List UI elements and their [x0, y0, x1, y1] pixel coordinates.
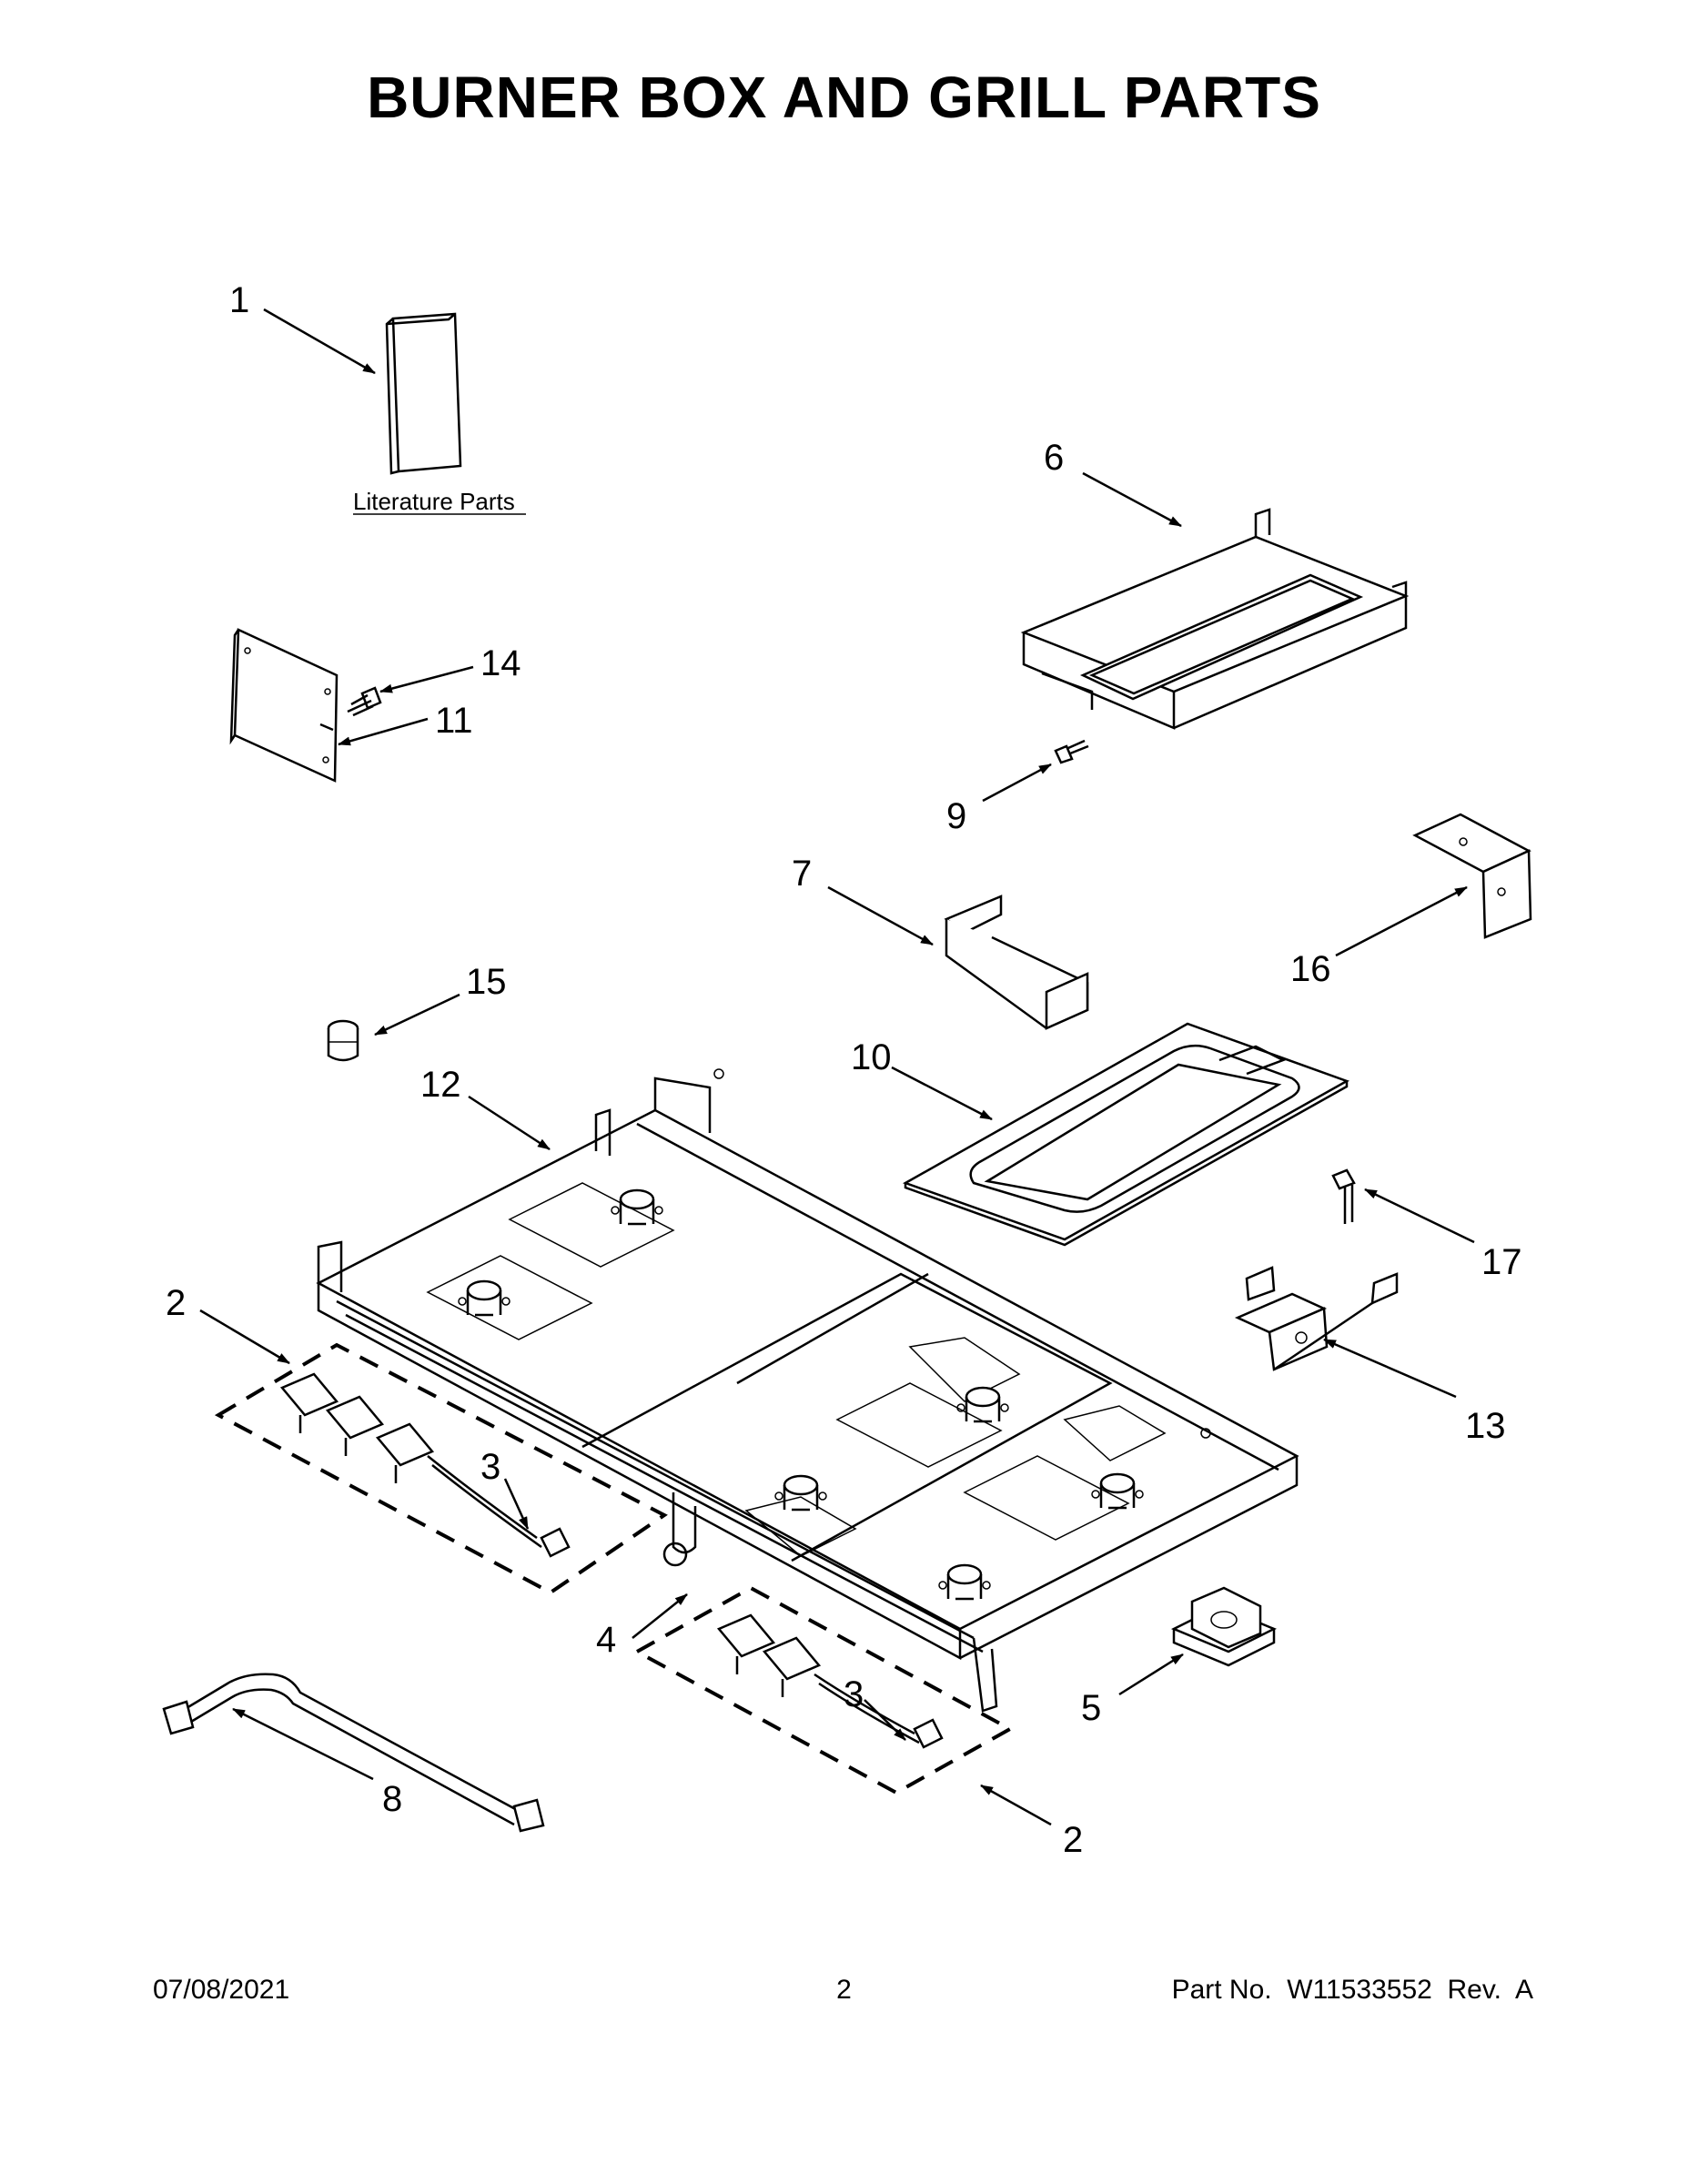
footer-page-number: 2 [836, 1975, 852, 2005]
callout-9: 9 [946, 796, 966, 836]
literature-parts-label: Literature Parts [353, 488, 515, 515]
callout-6: 6 [1044, 438, 1064, 478]
arrow-3-right [864, 1699, 906, 1741]
arrow-9 [982, 763, 1052, 803]
arrow-13 [1323, 1338, 1457, 1399]
callout-3-left: 3 [480, 1447, 500, 1487]
burner-head-1 [611, 1188, 663, 1226]
grill-pan-part-10 [902, 1022, 1349, 1247]
valve-assembly-part-2-left [214, 1342, 668, 1595]
gas-tube-part-8 [162, 1673, 545, 1833]
arrow-7 [827, 885, 934, 946]
arrow-12 [468, 1095, 551, 1151]
module-part-5 [1170, 1586, 1278, 1667]
arrow-16 [1335, 885, 1468, 957]
grill-box-part-6 [1020, 508, 1410, 730]
arrow-4 [632, 1593, 688, 1639]
fitting-part-15 [327, 1019, 359, 1062]
arrow-5 [1118, 1653, 1184, 1696]
panel-part-11 [229, 628, 339, 783]
bracket-part-16 [1412, 813, 1532, 939]
literature-parts-booklet [385, 312, 462, 475]
burner-head-6 [938, 1563, 991, 1601]
callout-7: 7 [792, 854, 812, 894]
callout-5: 5 [1081, 1688, 1101, 1728]
leader-arrows [199, 308, 1475, 1826]
callout-2-left: 2 [166, 1283, 186, 1323]
burner-head-5 [1091, 1472, 1144, 1510]
arrow-2-left [199, 1309, 290, 1365]
arrow-10 [891, 1066, 993, 1121]
burner-box-part-12 [316, 1068, 1299, 1713]
arrow-14 [379, 665, 474, 693]
deflector-part-7 [944, 895, 1089, 1030]
screw-part-14 [347, 686, 382, 717]
arrow-6 [1082, 471, 1182, 528]
footer-part-number: Part No. W11533552 Rev. A [1171, 1975, 1533, 2005]
arrow-3-left [503, 1478, 530, 1530]
callout-17: 17 [1481, 1242, 1522, 1282]
arrow-1 [263, 308, 376, 375]
callout-16: 16 [1290, 949, 1331, 989]
callout-11: 11 [435, 701, 473, 741]
callout-1: 1 [229, 280, 249, 320]
burner-head-3 [956, 1386, 1009, 1423]
callout-15: 15 [466, 962, 507, 1002]
valve-assembly-part-2-right [632, 1585, 1015, 1795]
callout-13: 13 [1465, 1406, 1506, 1446]
screw-part-17 [1331, 1168, 1356, 1224]
arrow-15 [374, 993, 460, 1036]
arrow-2-right [980, 1784, 1052, 1826]
callout-12: 12 [420, 1065, 461, 1105]
screw-part-9 [1054, 739, 1089, 764]
arrow-17 [1364, 1188, 1475, 1244]
burner-head-4 [774, 1474, 827, 1512]
arrow-8 [232, 1707, 374, 1781]
footer-date: 07/08/2021 [153, 1975, 290, 2005]
bracket-part-13 [1234, 1266, 1399, 1371]
callout-2-right: 2 [1063, 1820, 1083, 1860]
callout-14: 14 [480, 643, 521, 683]
callout-3-right: 3 [844, 1674, 864, 1714]
arrow-11 [338, 717, 429, 746]
callout-8: 8 [382, 1779, 402, 1819]
callout-4: 4 [596, 1620, 616, 1660]
page-title: BURNER BOX AND GRILL PARTS [367, 65, 1321, 130]
callout-10: 10 [851, 1037, 892, 1077]
burner-head-2 [458, 1279, 510, 1317]
